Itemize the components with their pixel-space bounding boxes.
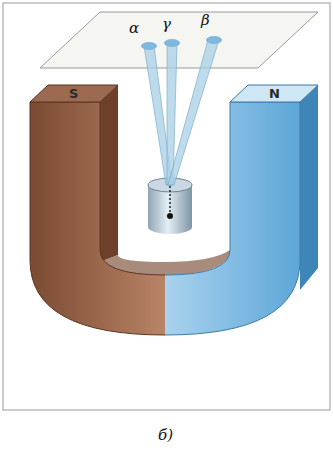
screen-plate (40, 12, 318, 68)
spot (164, 39, 180, 47)
caption: б) (158, 428, 173, 443)
ray-label: β (201, 13, 210, 28)
spot (141, 42, 157, 50)
inner-face (100, 85, 118, 262)
ray-label: γ (162, 17, 171, 32)
pole-letter: S (69, 87, 78, 100)
spot (206, 36, 222, 44)
outer-face (300, 85, 318, 290)
frame (3, 3, 330, 410)
lead-container (148, 178, 192, 234)
ray-label: α (129, 21, 139, 36)
pole-letter: N (269, 87, 280, 100)
pole-top (30, 85, 118, 102)
ray-beams (144, 40, 219, 185)
pole-top (230, 85, 318, 102)
